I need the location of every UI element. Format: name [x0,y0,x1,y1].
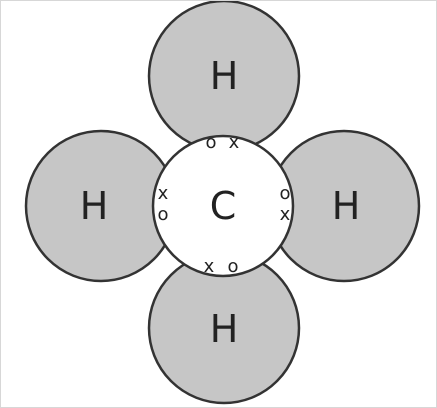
electron-left-2: o [157,204,168,225]
hydrogen-label-right: H [332,184,361,228]
electron-right-1: o [279,183,290,204]
carbon-label: C [210,184,237,228]
hydrogen-label-left: H [80,184,109,228]
electron-top-1: o [205,132,216,153]
electron-top-2: x [229,132,240,153]
hydrogen-label-bottom: H [210,307,239,351]
electron-bottom-1: x [204,256,215,277]
hydrogen-label-top: H [210,54,239,98]
electron-left-1: x [158,183,169,204]
carbon-atom [151,134,295,278]
electron-bottom-2: o [227,256,238,277]
electron-right-2: x [280,204,291,225]
